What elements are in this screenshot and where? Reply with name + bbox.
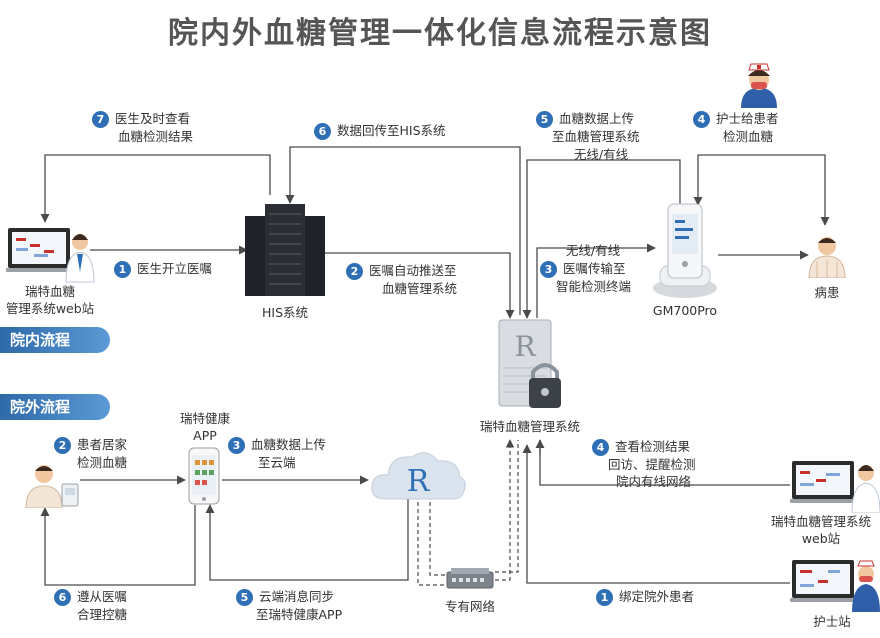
node-his: HIS系统: [261, 305, 309, 320]
diagram-title: 院内外血糖管理一体化信息流程示意图: [168, 16, 712, 51]
line-private-net-right: [495, 439, 515, 581]
node-nurse-station: 护士站: [813, 614, 851, 629]
conn-label-wireless-top: 无线/有线: [573, 147, 629, 162]
nurse-icon: [741, 63, 777, 108]
node-private-net: 专有网络: [444, 599, 495, 614]
line-outer-step1: [522, 444, 790, 584]
line-step5: [522, 159, 681, 319]
cloud-icon: R: [371, 452, 466, 500]
line-step3: [536, 243, 656, 318]
line-step2: [325, 252, 515, 319]
conn-label-wireless-mid: 无线/有线: [565, 243, 621, 258]
node-web-inner: 瑞特血糖管理系统web站: [5, 284, 95, 316]
line-private-net-mid: [429, 495, 445, 576]
section-inner: 院内流程: [0, 327, 110, 353]
line-step7: [40, 154, 271, 223]
line-step4: [697, 154, 830, 226]
server-lock-icon: R: [498, 319, 561, 408]
nurse-station-icon: [790, 560, 880, 612]
line-outer-step6: [40, 505, 196, 586]
node-patient: 病患: [814, 285, 840, 300]
mobile-app-icon: [188, 447, 220, 505]
server-rack-icon: [245, 204, 325, 296]
node-gm700: GM700Pro: [652, 303, 718, 318]
glucose-meter-icon: [653, 203, 717, 298]
network-switch-icon: [446, 568, 494, 589]
node-server: 瑞特血糖管理系统: [479, 419, 580, 434]
laptop-doctor-outer-icon: [790, 461, 880, 513]
line-step6: [285, 146, 521, 315]
home-patient-icon: [25, 465, 79, 508]
svg-text:R: R: [514, 330, 536, 363]
svg-text:R: R: [407, 464, 431, 499]
line-private-net-left: [417, 495, 445, 586]
laptop-doctor-icon: [6, 228, 95, 283]
line-outer-step5: [205, 495, 409, 581]
section-outer: 院外流程: [0, 394, 110, 420]
patient-icon: [808, 237, 846, 278]
